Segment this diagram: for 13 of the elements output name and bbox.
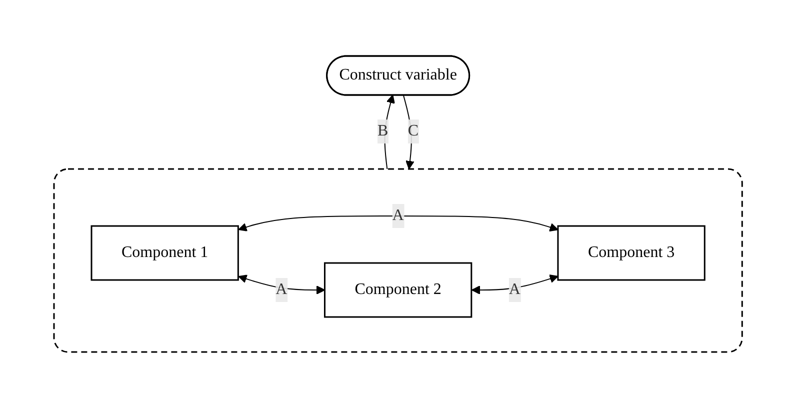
- arrow: [472, 274, 559, 294]
- node-box: Component 2: [324, 262, 473, 318]
- cluster: [54, 168, 744, 353]
- node-box: Component 1: [91, 225, 240, 281]
- edge-label: A: [509, 281, 521, 298]
- arrow: [238, 274, 326, 294]
- edge-label: C: [408, 122, 420, 140]
- edge-label: B: [378, 122, 389, 140]
- edge-label: A: [392, 207, 404, 224]
- node-box: Component 3: [558, 225, 706, 281]
- arrow: [403, 94, 415, 170]
- arrow: [238, 216, 559, 232]
- edge-label: A: [276, 281, 288, 298]
